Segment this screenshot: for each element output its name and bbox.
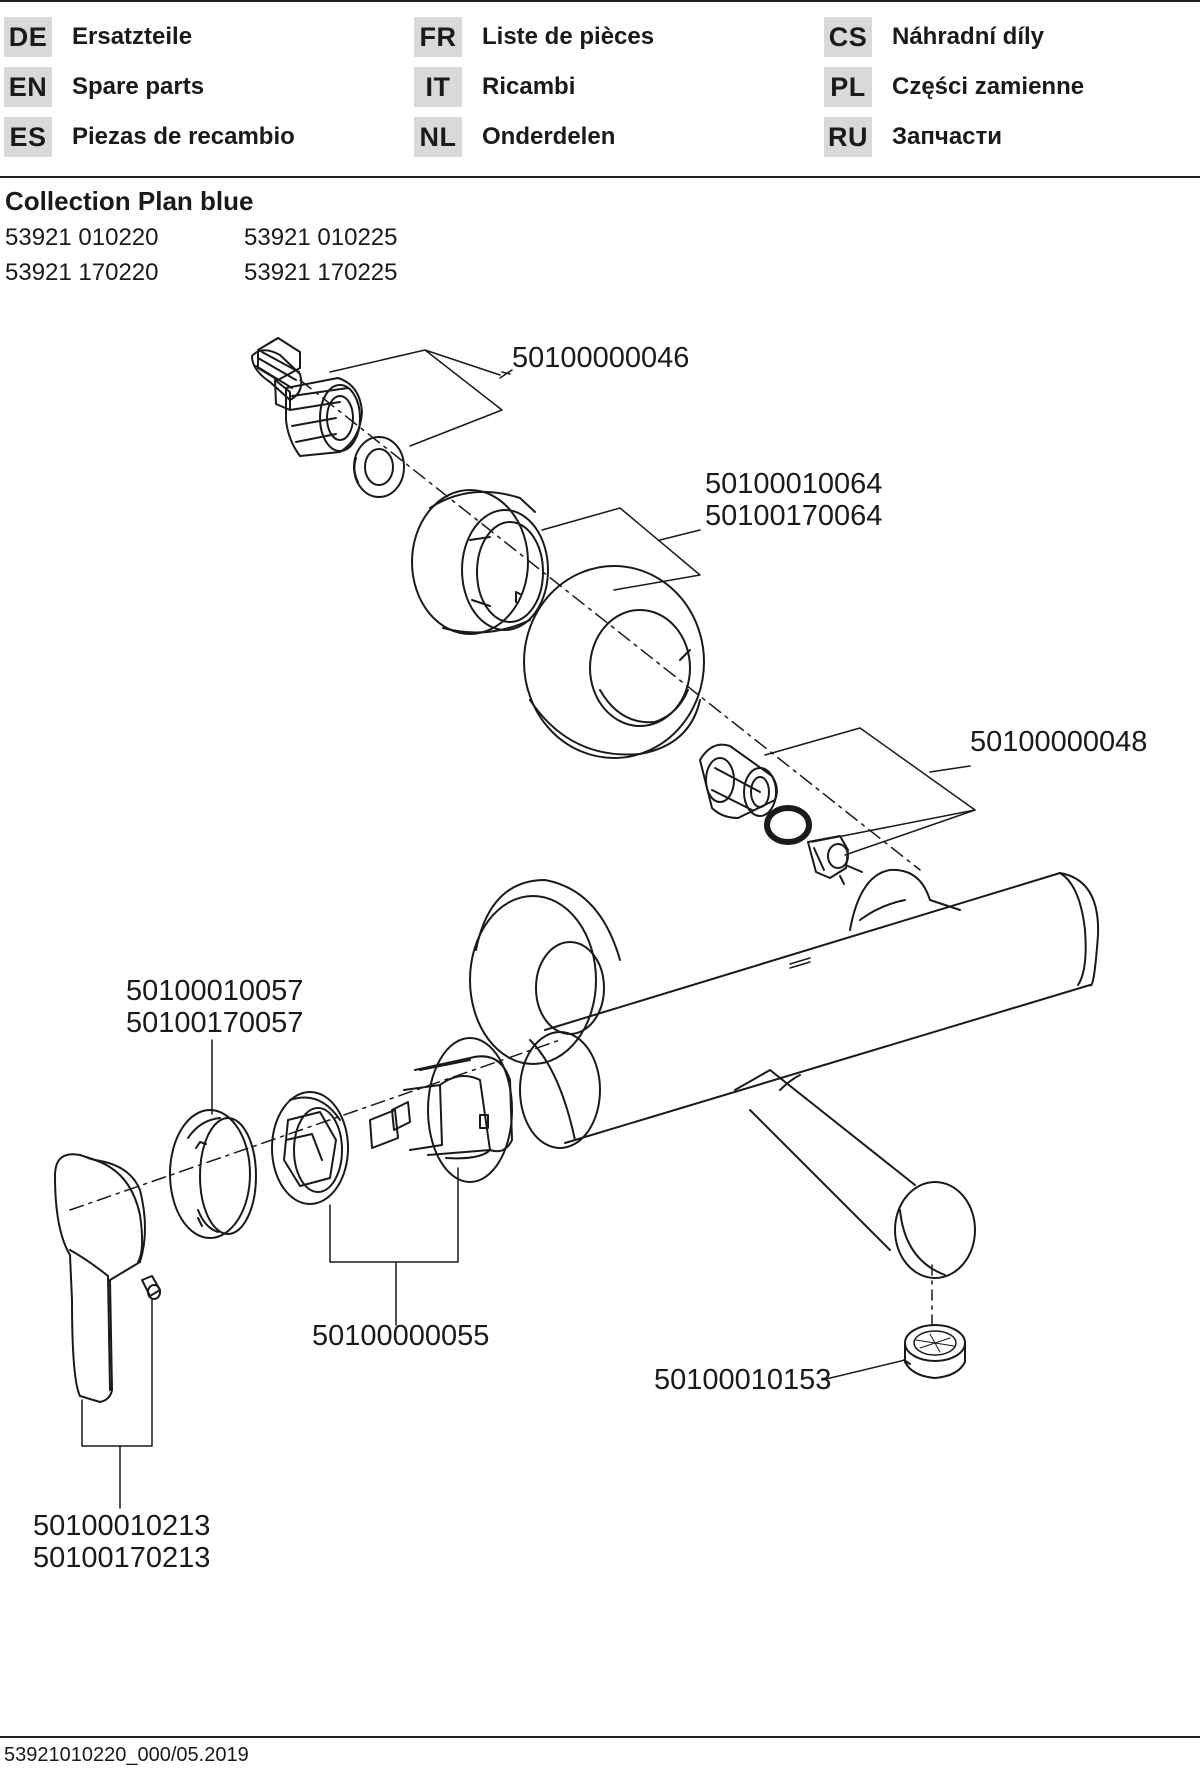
leader-046 [329, 349, 511, 447]
footer-rule [0, 1736, 1200, 1738]
model-number: 53921 010225 [244, 224, 398, 251]
part-number-064a: 50100010064 [705, 468, 883, 500]
lang-label: Náhradní díly [892, 23, 1045, 50]
lang-code: PL [824, 67, 872, 107]
part-number-048: 50100000048 [970, 726, 1148, 758]
assembly-axis-lever [69, 1039, 561, 1211]
part-number-213a: 50100010213 [33, 1510, 211, 1542]
lang-code: IT [414, 67, 462, 107]
language-grid: DE Ersatzteile EN Spare parts ES Piezas … [4, 14, 1194, 164]
lang-ru: RU Запчасти [824, 117, 1002, 157]
lever-handle-part [54, 1153, 161, 1403]
part-number-064b: 50100170064 [705, 500, 883, 532]
document-id: 53921010220_000/05.2019 [4, 1744, 249, 1766]
header-divider [0, 176, 1200, 178]
lang-label: Spare parts [72, 73, 205, 100]
lang-es: ES Piezas de recambio [4, 117, 295, 157]
aerator-part [903, 1324, 966, 1379]
lang-nl: NL Onderdelen [414, 117, 615, 157]
leader-048-b [844, 809, 976, 856]
leader-046-main [499, 369, 513, 379]
lang-cs: CS Náhradní díly [824, 17, 1044, 57]
product-title: Collection Plan blue [5, 186, 254, 216]
check-valve-part [699, 743, 778, 819]
lang-code: ES [4, 117, 52, 157]
model-number: 53921 010220 [5, 224, 159, 251]
part-number-213b: 50100170213 [33, 1542, 211, 1574]
bell-cover-part [169, 1109, 257, 1239]
part-number-046: 50100000046 [512, 342, 690, 374]
leader-153 [821, 1359, 906, 1381]
part-number-153: 50100010153 [654, 1364, 832, 1396]
lang-code: RU [824, 117, 872, 157]
exploded-diagram [54, 337, 1100, 1509]
lang-label: Liste de pièces [482, 23, 655, 50]
lang-label: Onderdelen [482, 123, 616, 150]
o-ring-part [764, 805, 812, 845]
rosette-part [411, 489, 549, 635]
lang-code: NL [414, 117, 462, 157]
lang-code: DE [4, 17, 52, 57]
lang-label: Ricambi [482, 73, 576, 100]
lang-label: Ersatzteile [72, 23, 193, 50]
lang-it: IT Ricambi [414, 67, 575, 107]
lang-code: CS [824, 17, 872, 57]
lang-code: EN [4, 67, 52, 107]
lang-label: Części zamienne [892, 73, 1085, 100]
part-number-057b: 50100170057 [126, 1007, 304, 1039]
model-number: 53921 170220 [5, 259, 159, 286]
washer-part [353, 436, 405, 498]
leader-213 [81, 1299, 153, 1509]
part-number-057a: 50100010057 [126, 975, 304, 1007]
part-number-055: 50100000055 [312, 1320, 490, 1352]
top-rule [0, 0, 1200, 2]
valve-insert-part [807, 835, 863, 885]
lang-label: Запчасти [892, 123, 1003, 150]
lang-en: EN Spare parts [4, 67, 204, 107]
lang-pl: PL Części zamienne [824, 67, 1084, 107]
lang-code: FR [414, 17, 462, 57]
hex-nut-part [271, 1091, 349, 1205]
cover-ring-part [523, 565, 705, 759]
eccentric-connector-part [251, 337, 363, 457]
lang-label: Piezas de recambio [72, 123, 295, 150]
cartridge-part [369, 1037, 513, 1183]
mixer-body [469, 868, 1100, 1279]
lang-fr: FR Liste de pièces [414, 17, 654, 57]
assembly-axis-upper [299, 379, 921, 871]
leader-048 [764, 727, 976, 843]
lang-de: DE Ersatzteile [4, 17, 192, 57]
leader-064 [541, 507, 701, 591]
leader-055 [329, 1167, 459, 1326]
model-number: 53921 170225 [244, 259, 398, 286]
